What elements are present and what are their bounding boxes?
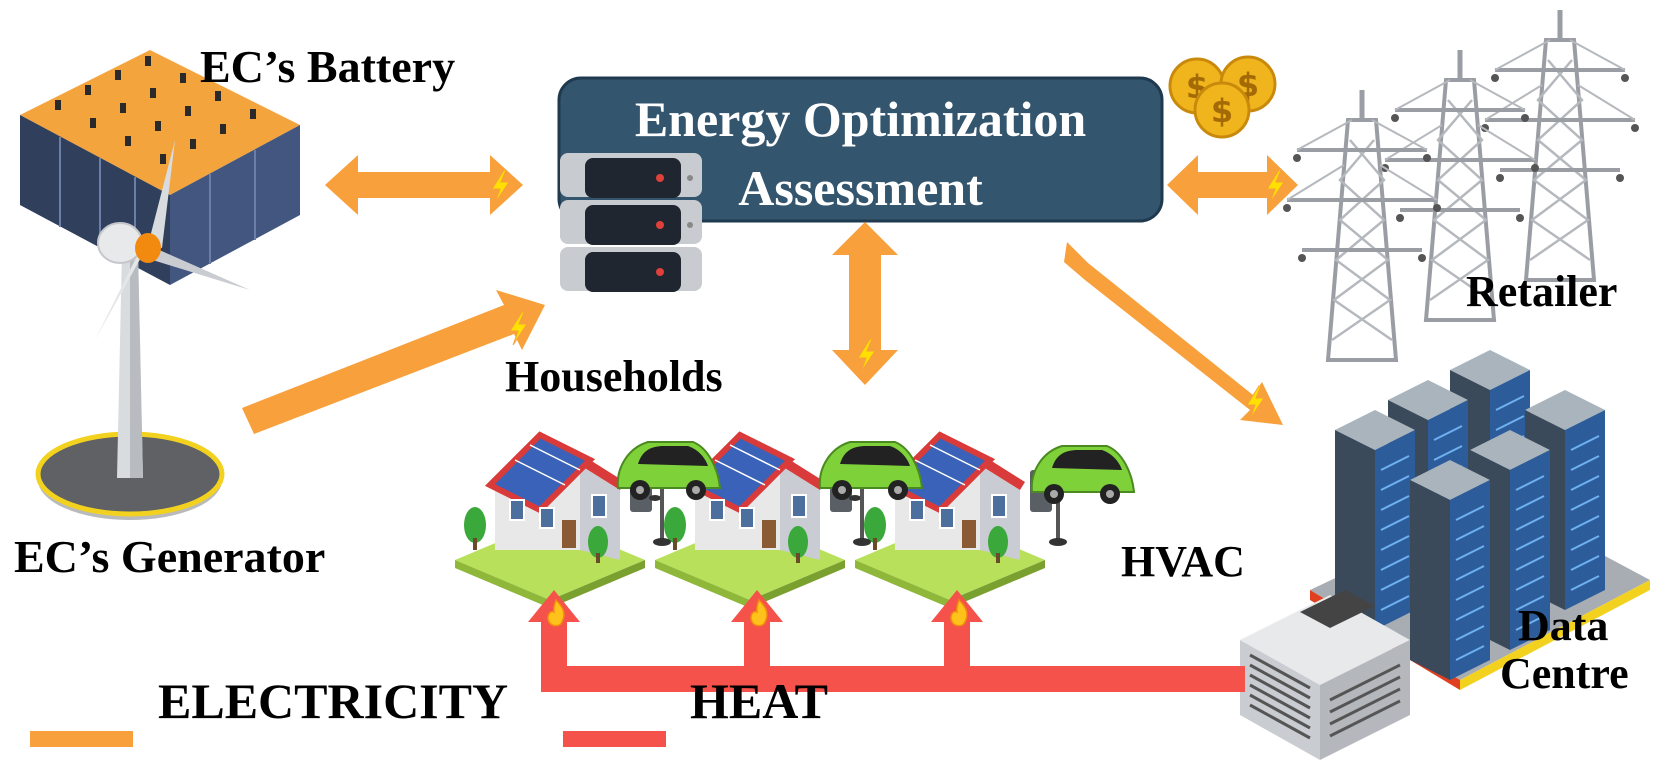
hvac-label: HVAC (1121, 537, 1245, 586)
datacentre-label-line2: Centre (1500, 649, 1629, 698)
arrow-optimizer-households (832, 222, 898, 385)
generator-label: EC’s Generator (14, 531, 326, 582)
electric-car-icon (616, 441, 1135, 505)
arrow-generator-optimizer (242, 290, 545, 434)
legend-heat-label: HEAT (690, 673, 828, 729)
svg-text:$: $ (1211, 92, 1233, 130)
arrow-optimizer-datacentre (1064, 242, 1283, 425)
legend-electricity-swatch (30, 731, 133, 747)
households-label: Households (505, 352, 723, 401)
hvac-unit-icon (1240, 590, 1410, 760)
retailer-label: Retailer (1466, 267, 1618, 316)
battery-label: EC’s Battery (200, 41, 456, 92)
optimizer-title-line1: Energy Optimization (634, 91, 1087, 147)
datacentre-label-line1: Data (1518, 601, 1609, 650)
house-solar-icon (455, 435, 1061, 608)
heat-network (528, 590, 1245, 692)
legend-heat-swatch (563, 731, 666, 747)
optimizer-title-line2: Assessment (738, 160, 983, 216)
wind-turbine-icon (35, 140, 250, 520)
arrow-battery-optimizer (325, 155, 523, 215)
legend-electricity-label: ELECTRICITY (158, 673, 509, 729)
arrow-optimizer-retailer (1167, 155, 1298, 215)
server-rack-icon (560, 153, 702, 292)
coins-icon: $ $ $ (1168, 55, 1277, 139)
optimizer-panel (557, 76, 1164, 223)
